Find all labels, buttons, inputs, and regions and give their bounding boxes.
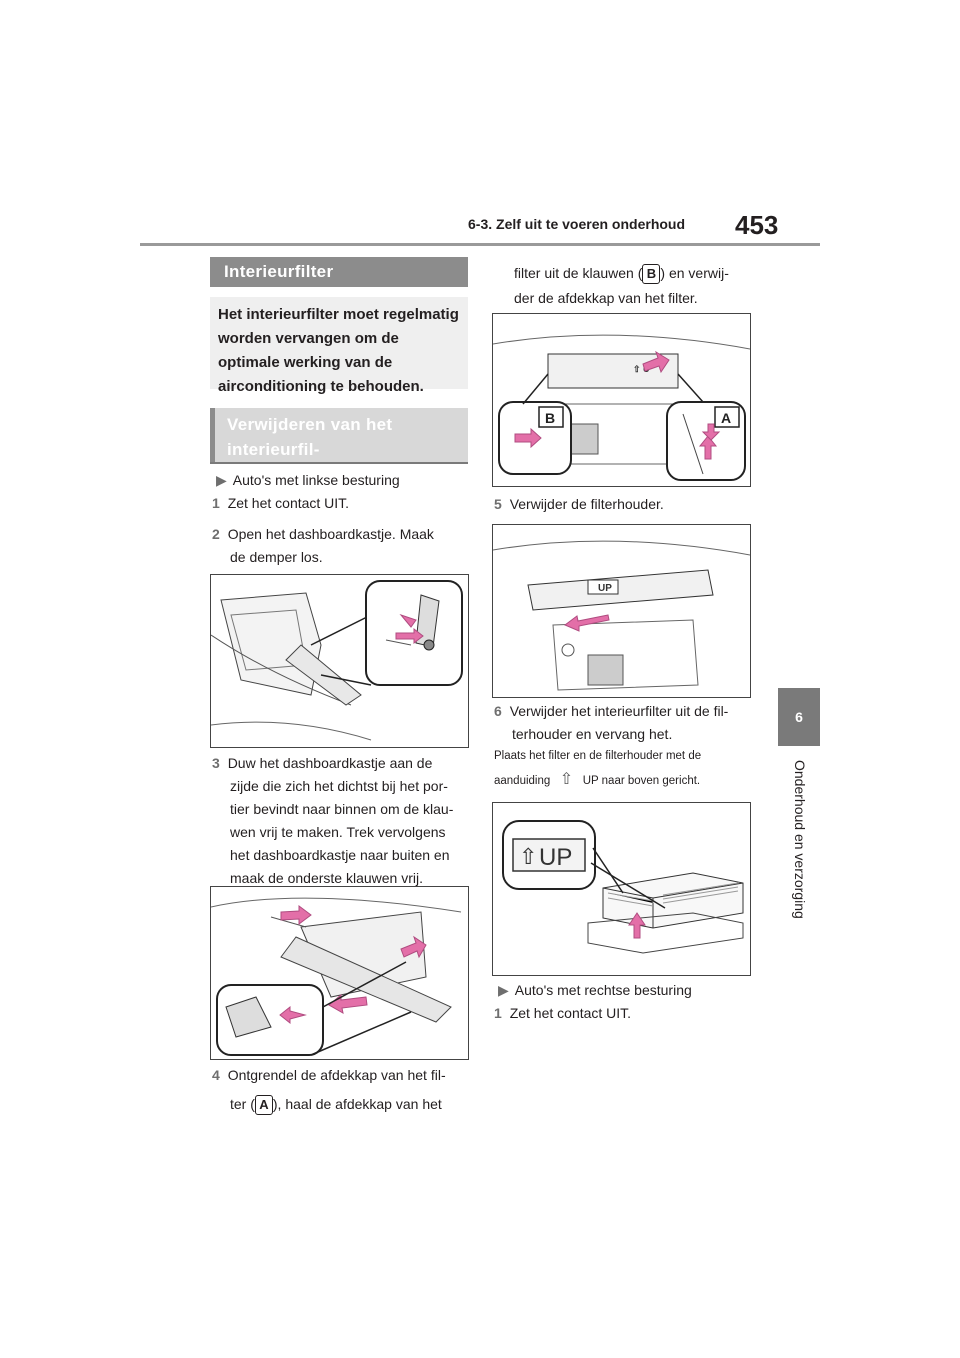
step-text: het dashboardkastje naar buiten en (230, 847, 450, 863)
step-4: 4 Ontgrendel de afdekkap van het fil- te… (212, 1064, 474, 1116)
subsection-heading-line1: Verwijderen van het interieurfil- (227, 415, 393, 459)
rhd-step-1: 1 Zet het contact UIT. (494, 1002, 756, 1025)
step-text: ), haal de afdekkap van het (272, 1096, 442, 1112)
step-number: 2 (212, 526, 220, 542)
step-text: Duw het dashboardkastje aan de (227, 755, 433, 771)
label-b-key: B (642, 264, 661, 285)
note-line: aanduiding (494, 775, 551, 787)
step-text: Ontgrendel de afdekkap van het fil- (227, 1067, 446, 1083)
svg-text:⇧ U: ⇧ U (633, 364, 650, 374)
up-arrow-icon: ⇧ (559, 771, 574, 788)
subsection-rule (210, 462, 468, 464)
step-number: 1 (494, 1005, 502, 1021)
triangle-bullet-icon: ▶ (216, 472, 227, 488)
lhd-label: ▶ Auto's met linkse besturing (216, 469, 476, 492)
figure-damper (210, 574, 469, 748)
figure-filter-holder: UP (492, 524, 751, 698)
step-number: 3 (212, 755, 220, 771)
chapter-tab: 6 (778, 688, 820, 746)
rhd-label: ▶ Auto's met rechtse besturing (498, 979, 760, 1002)
step-text: terhouder en vervang het. (512, 726, 673, 742)
chapter-side-label: Onderhoud en verzorging (790, 760, 810, 920)
triangle-bullet-icon: ▶ (498, 982, 509, 998)
step-text: zijde die zich het dichtst bij het por- (230, 778, 448, 794)
svg-text:⇧: ⇧ (519, 844, 537, 869)
subsection-heading: Verwijderen van het interieurfil- ter (210, 408, 468, 484)
step-text: Verwijder de filterhouder. (509, 496, 664, 512)
figure-filter-up: ⇧ UP (492, 802, 751, 976)
step-text: Open het dashboardkastje. Maak (227, 526, 434, 542)
label-a-key: A (254, 1095, 273, 1116)
chapter-title: Onderhoud en verzorging (792, 760, 808, 919)
step-number: 1 (212, 495, 220, 511)
step-5: 5 Verwijder de filterhouder. (494, 493, 756, 516)
note-line: Plaats het filter en de filterhouder met… (494, 750, 702, 762)
page-number: 453 (735, 210, 779, 240)
figure-filter-cover: ⇧ U B A (492, 313, 751, 487)
step-6: 6 Verwijder het interieurfilter uit de f… (494, 700, 756, 746)
figure-glovebox-claws (210, 886, 469, 1060)
step-number: 4 (212, 1067, 220, 1083)
note-text: Plaats het filter en de filterhouder met… (494, 744, 756, 793)
step-text: Verwijder het interieurfilter uit de fil… (509, 703, 729, 719)
step-4-continued: filter uit de klauwen (B) en verwij- der… (496, 262, 758, 310)
step-text: der de afdekkap van het filter. (514, 290, 698, 306)
step-text: de demper los. (230, 549, 323, 565)
intro-text: Het interieurfilter moet regelmatig word… (210, 297, 468, 395)
holder-up-label: UP (598, 583, 612, 594)
step-number: 5 (494, 496, 502, 512)
step-text: ) en verwij- (660, 265, 729, 281)
callout-label-a: A (721, 410, 731, 426)
header-divider (140, 243, 820, 246)
step-text: filter uit de klauwen ( (514, 265, 643, 281)
lhd-label-text: Auto's met linkse besturing (232, 472, 400, 488)
step-1: 1 Zet het contact UIT. (212, 492, 472, 515)
callout-label-b: B (545, 410, 555, 426)
step-2: 2 Open het dashboardkastje. Maak de demp… (212, 523, 472, 569)
section-title: 6-3. Zelf uit te voeren onderhoud (468, 216, 686, 232)
step-text: wen vrij te maken. Trek vervolgens (230, 824, 446, 840)
step-number: 6 (494, 703, 502, 719)
subsection-heading-line2: ter (227, 465, 250, 484)
note-line: UP naar boven gericht. (582, 775, 701, 787)
step-text: Zet het contact UIT. (227, 495, 350, 511)
step-3: 3 Duw het dashboardkastje aan de zijde d… (212, 752, 474, 890)
step-text: ter ( (230, 1096, 255, 1112)
section-heading: Interieurfilter (210, 257, 468, 287)
callout-up-label: UP (539, 844, 572, 871)
rhd-label-text: Auto's met rechtse besturing (514, 982, 692, 998)
step-text: tier bevindt naar binnen om de klau- (230, 801, 454, 817)
step-text: Zet het contact UIT. (509, 1005, 632, 1021)
step-text: maak de onderste klauwen vrij. (230, 870, 423, 886)
